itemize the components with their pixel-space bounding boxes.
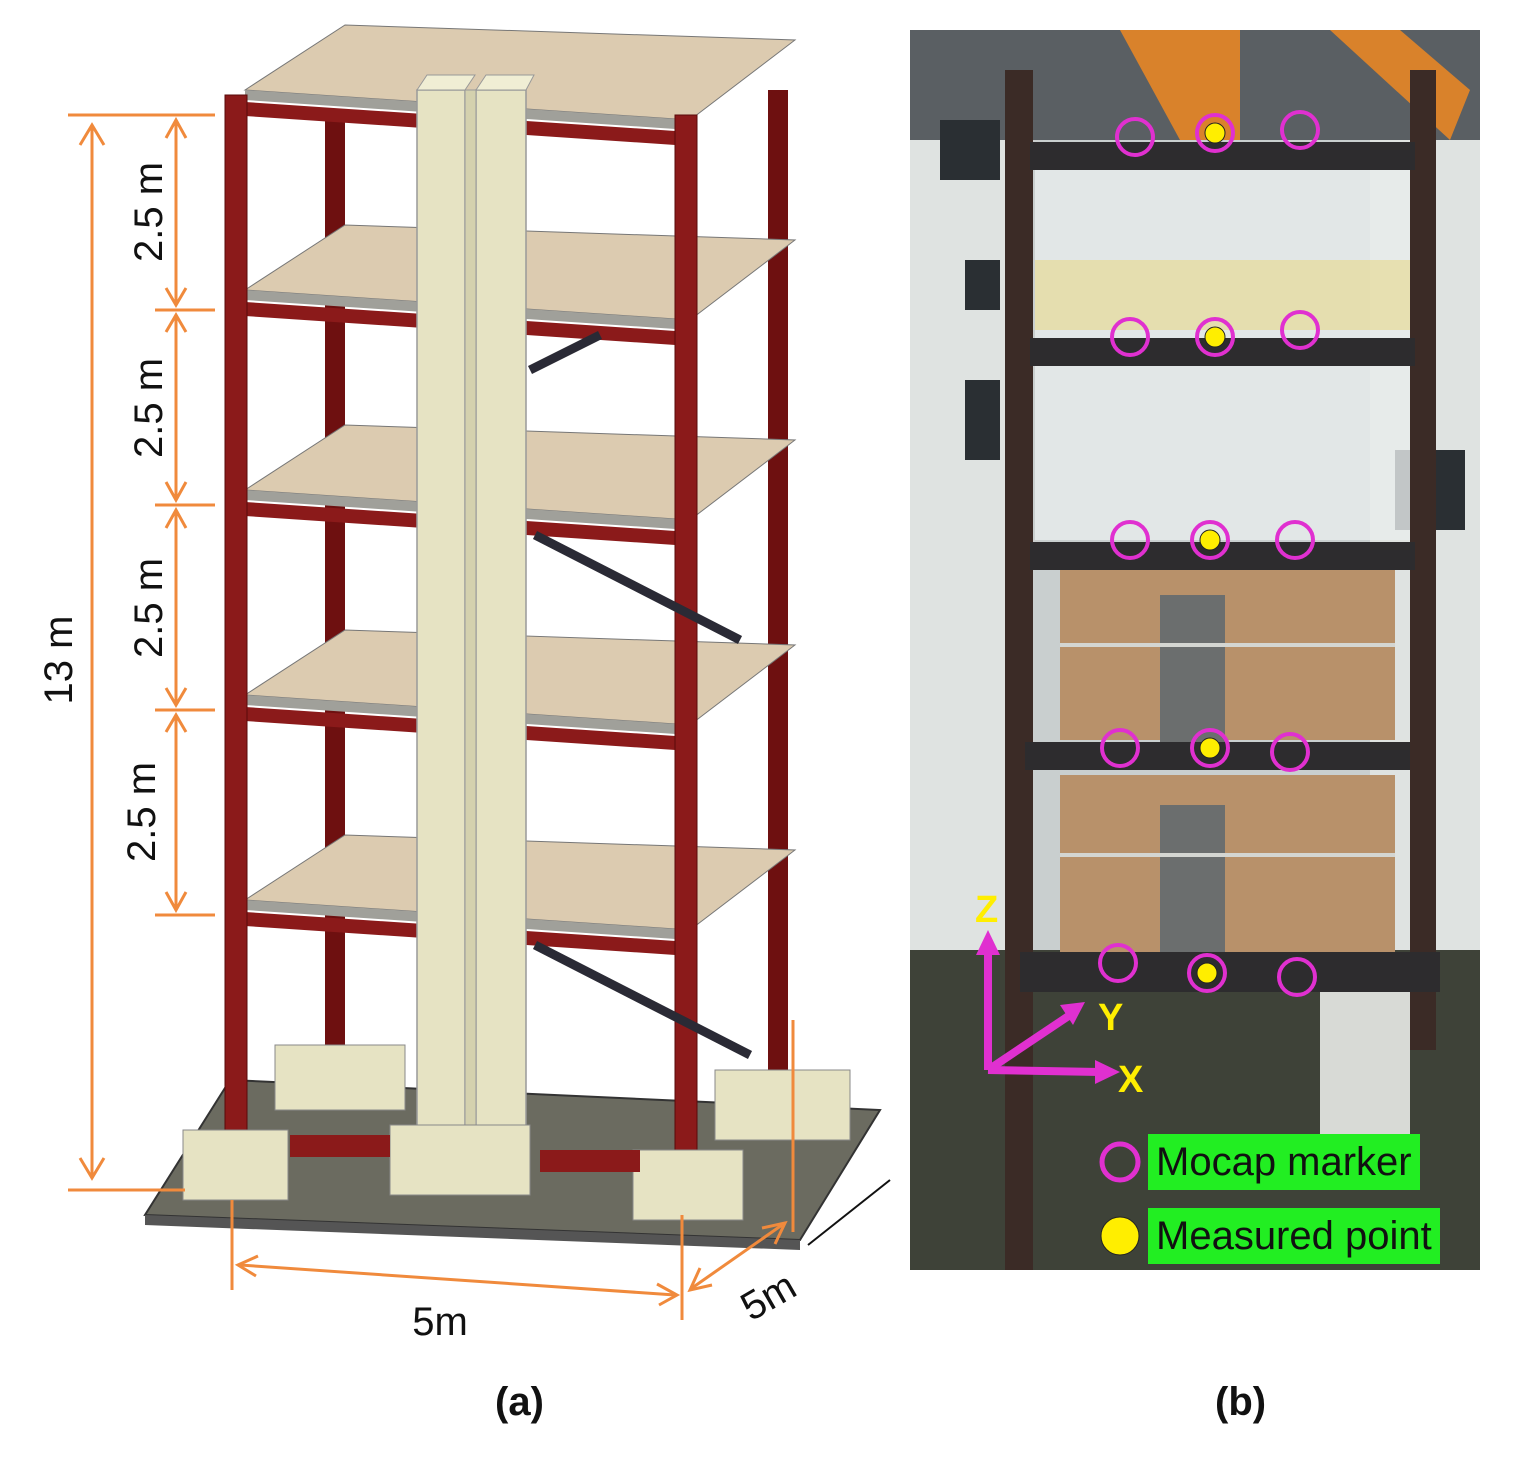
specimen-photo: Z Y X (910, 30, 1480, 1270)
front-columns (224, 94, 698, 1156)
story-height-label: 2.5 m (120, 762, 164, 862)
mocap-marker (1110, 520, 1150, 560)
mocap-marker-icon (1092, 1134, 1148, 1190)
dimension-labels: 13 m 2.5 m 2.5 m 2.5 m 2.5 m 5m 5m (37, 162, 804, 1344)
floor-slab (243, 24, 797, 121)
measured-point-icon (1092, 1208, 1148, 1264)
mocap-marker (1280, 110, 1320, 150)
mocap-marker (1280, 310, 1320, 350)
total-height-label: 13 m (37, 616, 81, 705)
measured-point (1199, 737, 1221, 759)
mocap-marker (1277, 957, 1317, 997)
legend-label-marker: Mocap marker (1148, 1134, 1420, 1190)
axis-labels: Z Y X (975, 889, 1144, 1101)
mocap-marker (1187, 953, 1227, 993)
legend-label-measured: Measured point (1148, 1208, 1440, 1264)
mocap-marker (1195, 317, 1235, 357)
axis-x-label: X (1118, 1059, 1144, 1101)
mocap-marker (1275, 520, 1315, 560)
building-model-drawing: 13 m 2.5 m 2.5 m 2.5 m 2.5 m 5m 5m (37, 24, 891, 1344)
legend-row-marker: Mocap marker (1092, 1134, 1420, 1190)
story-height-label: 2.5 m (127, 358, 171, 458)
mocap-marker (1195, 113, 1235, 153)
axis-y-label: Y (1098, 997, 1123, 1039)
panel-b-caption: (b) (1215, 1380, 1267, 1424)
depth-extension (807, 1179, 891, 1246)
legend-row-measured: Measured point (1092, 1208, 1440, 1264)
mocap-marker (1100, 728, 1140, 768)
story-height-label: 2.5 m (127, 162, 171, 262)
dimension-lines (68, 113, 795, 1320)
concrete-core (416, 74, 535, 1141)
footings (182, 1044, 851, 1221)
panel-a-caption: (a) (495, 1380, 544, 1424)
axis-z-label: Z (975, 889, 998, 931)
measured-point (1204, 326, 1226, 348)
base-plate-edge (145, 1215, 800, 1250)
mocap-marker (1115, 117, 1155, 157)
depth-label: 5m (733, 1264, 803, 1330)
diagonal-braces (527, 330, 753, 1060)
marker-layer (1098, 110, 1320, 997)
mocap-marker (1270, 732, 1310, 772)
mocap-marker (1190, 728, 1230, 768)
coordinate-axes (976, 930, 1120, 1084)
measured-point (1196, 962, 1218, 984)
width-label: 5m (412, 1300, 468, 1344)
measured-point (1204, 122, 1226, 144)
measured-point (1199, 529, 1221, 551)
mocap-marker (1098, 943, 1138, 983)
mocap-marker (1190, 520, 1230, 560)
story-height-label: 2.5 m (127, 558, 171, 658)
mocap-marker (1110, 317, 1150, 357)
